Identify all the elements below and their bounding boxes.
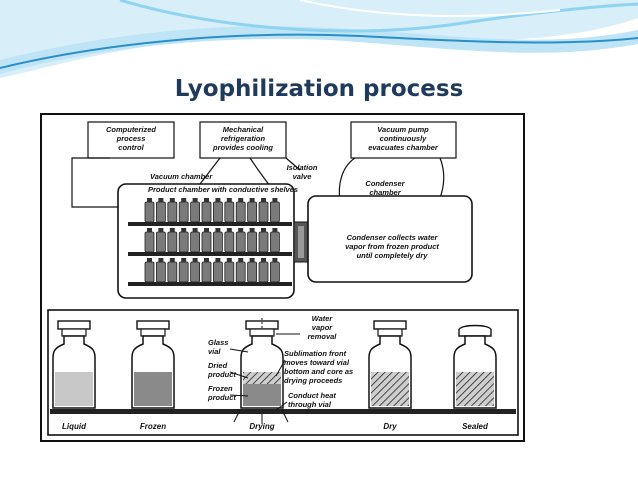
small-vial (235, 201, 246, 223)
small-vial (201, 231, 212, 253)
small-vial (258, 201, 269, 223)
stage-label: Dry (383, 422, 397, 431)
small-vial (155, 231, 166, 253)
small-vial (190, 201, 201, 223)
small-vial (212, 231, 223, 253)
vial-dry: Dry (368, 320, 412, 431)
small-vial (224, 231, 235, 253)
small-vial (155, 261, 166, 283)
shelf (128, 228, 292, 256)
shelf (128, 198, 292, 226)
stage-label: Sealed (462, 422, 489, 431)
small-vial (178, 201, 189, 223)
small-vial (167, 201, 178, 223)
small-vial (201, 201, 212, 223)
small-vial (258, 261, 269, 283)
small-vial (224, 261, 235, 283)
stage-label: Liquid (62, 422, 87, 431)
small-vial (144, 201, 155, 223)
small-vial (167, 261, 178, 283)
svg-text:Vacuum chamber: Vacuum chamber (150, 172, 213, 181)
small-vial (235, 231, 246, 253)
svg-text:Product chamber with conductiv: Product chamber with conductive shelves (148, 185, 298, 194)
small-vial (247, 201, 258, 223)
vial-sealed: Sealed (453, 324, 497, 431)
small-vial (235, 261, 246, 283)
vial-liquid: Liquid (52, 320, 96, 431)
small-vial (144, 261, 155, 283)
small-vial (269, 231, 280, 253)
small-vial (247, 231, 258, 253)
product-chamber: Vacuum chamber Product chamber with cond… (117, 163, 318, 299)
small-vial (144, 231, 155, 253)
small-vial (201, 261, 212, 283)
stage-label: Frozen (140, 422, 166, 431)
header-swoosh (0, 0, 638, 78)
small-vial (178, 231, 189, 253)
small-vial (167, 231, 178, 253)
small-vial (178, 261, 189, 283)
small-vial (258, 231, 269, 253)
vial-frozen: Frozen (131, 320, 175, 431)
small-vial (212, 201, 223, 223)
small-vial (190, 261, 201, 283)
stage-label: Drying (249, 422, 274, 431)
small-vial (269, 201, 280, 223)
vial-drying: Drying (240, 320, 284, 431)
shelf (128, 258, 292, 286)
connector-lines (71, 157, 445, 213)
small-vial (190, 231, 201, 253)
small-vial (155, 201, 166, 223)
small-vial (247, 261, 258, 283)
slide-title: Lyophilization process (174, 76, 464, 102)
small-vial (212, 261, 223, 283)
small-vial (269, 261, 280, 283)
small-vial (224, 201, 235, 223)
